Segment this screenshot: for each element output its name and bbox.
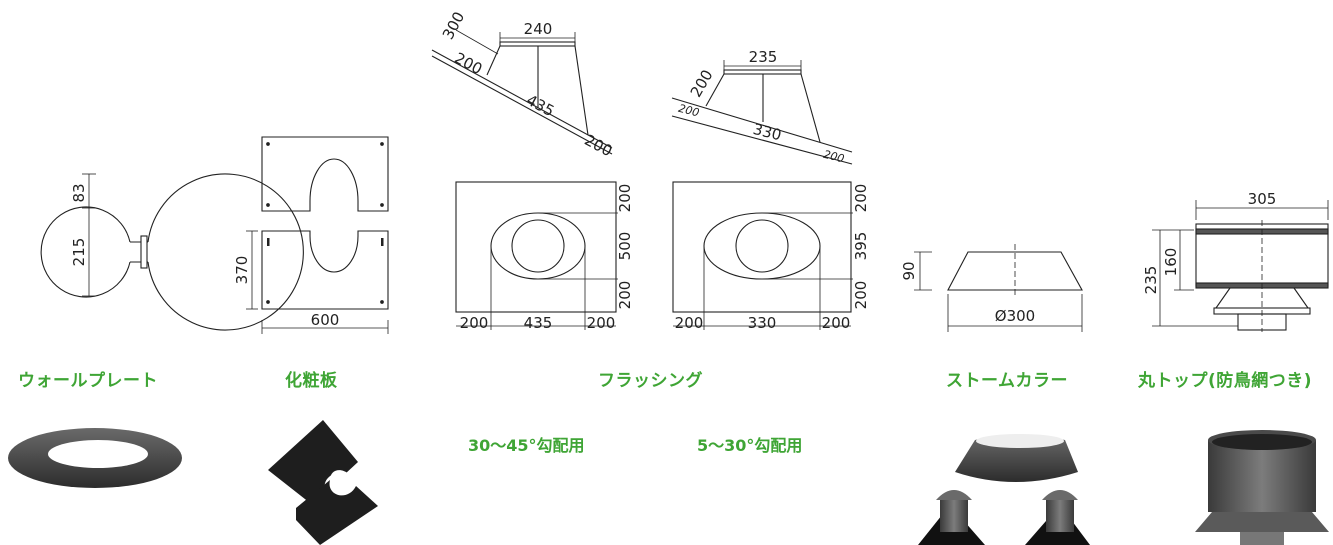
subtitle-flashing-shallow: 5〜30°勾配用: [697, 436, 803, 455]
dim-f2-left: 200: [677, 102, 701, 120]
wall-plate-photo: [8, 428, 182, 488]
dim-f1p-bmid: 435: [524, 314, 553, 332]
dim-f2-right: 200: [822, 148, 846, 166]
dim-f1p-rbot: 200: [616, 281, 634, 310]
dim-decor-height: 370: [233, 256, 251, 285]
dim-f2p-bleft: 200: [675, 314, 704, 332]
title-storm-collar: ストームカラー: [946, 371, 1068, 391]
dim-f2p-bmid: 330: [748, 314, 777, 332]
title-round-top: 丸トップ(防鳥網つき): [1138, 371, 1313, 391]
flashing-steep-side-drawing: [431, 29, 613, 155]
storm-collar-drawing: [914, 244, 1083, 332]
round-top-drawing: [1152, 200, 1329, 332]
decorative-plate-drawing: [246, 136, 389, 334]
dim-f1-slant: 300: [439, 9, 468, 43]
dim-f2p-rmid: 395: [852, 232, 870, 261]
dim-f2p-rbot: 200: [852, 281, 870, 310]
subtitle-flashing-steep: 30〜45°勾配用: [468, 436, 585, 455]
dim-top-total: 235: [1142, 266, 1160, 295]
dim-decor-width: 600: [311, 311, 340, 329]
dim-f2p-rtop: 200: [852, 184, 870, 213]
dim-wall-inner: 215: [70, 238, 88, 267]
dim-f2-bottom: 330: [751, 120, 783, 144]
dim-f1p-rmid: 500: [616, 232, 634, 261]
title-decorative-plate: 化粧板: [285, 371, 338, 391]
wall-plate-drawing: [40, 173, 304, 331]
storm-collar-photo: [918, 434, 1090, 545]
dim-f1p-bright: 200: [587, 314, 616, 332]
dim-f1-top: 240: [524, 20, 553, 38]
flashing-shallow-side-drawing: [671, 60, 853, 165]
dim-top-inner: 160: [1162, 248, 1180, 277]
dim-wall-ring: 83: [70, 183, 88, 202]
flashing-shallow-plan-drawing: [672, 181, 853, 330]
dim-f1p-rtop: 200: [616, 184, 634, 213]
dim-top-width: 305: [1248, 190, 1277, 208]
dim-collar-diameter: Ø300: [995, 307, 1035, 325]
dim-f1-right: 200: [581, 131, 615, 160]
round-top-photo: [1195, 430, 1329, 545]
title-wall-plate: ウォールプレート: [18, 371, 158, 391]
dim-f2-top: 235: [749, 48, 778, 66]
dim-collar-height: 90: [900, 261, 918, 280]
dim-f1-left: 200: [451, 49, 485, 78]
dim-f1p-bleft: 200: [460, 314, 489, 332]
title-flashing: フラッシング: [598, 371, 703, 391]
dim-f2p-bright: 200: [822, 314, 851, 332]
flashing-steep-plan-drawing: [455, 181, 618, 330]
decorative-plate-photo: [268, 420, 378, 545]
